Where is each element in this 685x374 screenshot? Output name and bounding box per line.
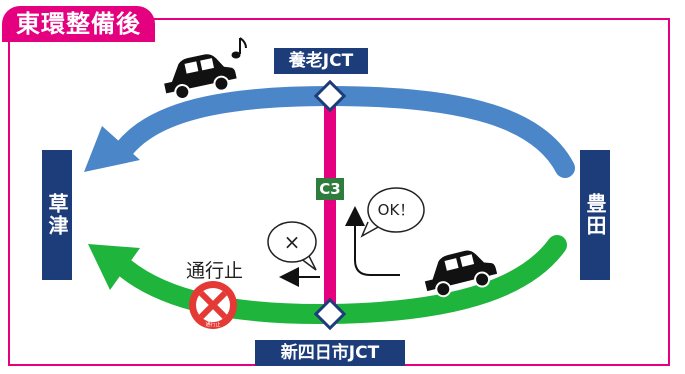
upper-road: [115, 85, 575, 178]
title: 東環整備後: [2, 6, 155, 42]
car-icon: [164, 54, 237, 100]
sign-text: 通行止: [205, 321, 220, 328]
left-junction-label: 草津JCT: [19, 150, 72, 280]
bottom-junction-label: 新四日市JCT: [255, 340, 405, 366]
right-junction-label: 豊田JCT: [557, 150, 610, 280]
ok-bubble-text: OK！: [378, 201, 415, 219]
upper-road-arrowhead: [84, 126, 140, 172]
no-entry-sign-icon: 通行止: [189, 281, 237, 329]
top-junction-label: 養老JCT: [274, 48, 368, 74]
ok-bubble: OK！: [360, 187, 425, 238]
bottom-junction-diamond: [313, 297, 347, 331]
top-junction-diamond: [313, 79, 347, 113]
music-note-icon: [231, 37, 247, 59]
ng-bubble: ×: [267, 221, 317, 271]
lower-road-arrowhead: [88, 244, 140, 290]
ok-route-arrow: [345, 206, 400, 276]
closed-label: 通行止: [186, 260, 244, 282]
car-icon: [424, 250, 498, 298]
c3-route-badge: C3: [316, 178, 344, 200]
ng-bubble-text: ×: [284, 230, 301, 254]
